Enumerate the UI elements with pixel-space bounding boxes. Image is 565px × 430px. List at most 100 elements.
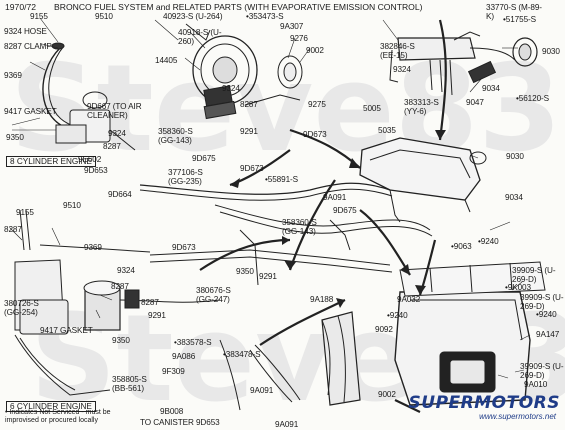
part-label: 380676-S (GG-247) (196, 286, 231, 304)
part-label: 9002 (306, 46, 324, 55)
part-label: •383478-S (223, 350, 261, 359)
part-label: 5005 (363, 104, 381, 113)
supermotors-logo: SUPERMOTORS www.supermotors.net (394, 393, 560, 427)
part-label: 382846-S (EE-15) (380, 42, 415, 60)
part-label: 9D664 (108, 190, 132, 199)
footnote: • Indicates Not Serviced - must be impro… (5, 409, 111, 425)
part-label: 9A307 (280, 22, 304, 31)
part-label: 9369 (84, 243, 102, 252)
part-label: 8287 (4, 225, 22, 234)
footnote-line-1: • Indicates Not Serviced - must be (5, 409, 111, 416)
part-label: 9A091 (275, 420, 299, 429)
part-label: •383578-S (174, 338, 212, 347)
part-label: 9417 GASKET (4, 107, 57, 116)
part-label: 33770-S (M-89-K) (486, 3, 542, 21)
part-label: 5035 (378, 126, 396, 135)
part-label: 358360-S (GG-143) (282, 218, 317, 236)
part-label: 9417 GASKET (40, 326, 93, 335)
part-label: 9275 (308, 100, 326, 109)
part-label: 9A147 (536, 330, 560, 339)
part-label: 8287 (240, 100, 258, 109)
part-label: 358805-S (BB-561) (112, 375, 147, 393)
part-label: 9324 (222, 84, 240, 93)
part-label: 9350 (112, 336, 130, 345)
part-label: 9030 (542, 47, 560, 56)
part-label: •9240 (387, 311, 408, 320)
arrow-heads (230, 130, 446, 308)
fuel-lines (39, 182, 433, 303)
part-label: 9510 (95, 12, 113, 21)
part-label: 39909-S (U-269-D) (520, 362, 564, 380)
header-title: BRONCO FUEL SYSTEM and RELATED PARTS (WI… (54, 2, 423, 12)
part-label: 9A010 (524, 380, 548, 389)
engine-6-box: 6 CYLINDER ENGINE (6, 401, 96, 412)
part-label: 8287 (103, 142, 121, 151)
part-label: 9A091 (323, 193, 347, 202)
part-label: 39909-S (U-269-D) (520, 293, 564, 311)
part-label: 9B008 (160, 407, 184, 416)
part-label: 40923-S (U-264) (163, 12, 223, 21)
fuel-tank-upper (359, 137, 487, 223)
part-label: •9240 (478, 237, 499, 246)
part-label: 8287 CLAMP (4, 42, 52, 51)
part-label: 39909-S (U-269-D) (512, 266, 556, 284)
part-label: 9A091 (250, 386, 274, 395)
part-label: 358360-S (GG-143) (158, 127, 193, 145)
part-label: 9350 (236, 267, 254, 276)
part-label: 9369 (4, 71, 22, 80)
logo-url: www.supermotors.net (479, 412, 556, 421)
part-label: 9D673 (303, 130, 327, 139)
part-label: 9034 (505, 193, 523, 202)
part-label: 9E602 (78, 155, 102, 164)
part-label: 8287 (141, 298, 159, 307)
part-label: 380726-S (GG-254) (4, 299, 39, 317)
part-label: •9240 (536, 310, 557, 319)
part-label: 9155 (30, 12, 48, 21)
part-label: 9F309 (162, 367, 185, 376)
part-label: 383313-S (YY-6) (404, 98, 439, 116)
part-label: 9047 (466, 98, 484, 107)
part-label: •9K003 (505, 283, 531, 292)
part-label: 9291 (259, 272, 277, 281)
footnote-line-2: improvised or procured locally (5, 417, 98, 424)
engine-8-box: 8 CYLINDER ENGINE (6, 156, 96, 167)
part-label: 9276 (290, 34, 308, 43)
filler-neck-assembly (389, 31, 538, 96)
part-label: 9510 (63, 201, 81, 210)
part-label: 9034 (482, 84, 500, 93)
part-label: 9324 (108, 129, 126, 138)
part-label: •9063 (451, 242, 472, 251)
part-label: •51755-S (503, 15, 537, 24)
logo-wordmark: SUPERMOTORS (408, 393, 560, 413)
part-label: 14405 (155, 56, 178, 65)
part-label: 9324 (393, 65, 411, 74)
part-label: 40918-S (U-260) (178, 28, 222, 46)
part-label: 9D675 (333, 206, 357, 215)
part-label: 9D653 (84, 166, 108, 175)
part-label: 9324 HOSE (4, 27, 47, 36)
part-label: 9A188 (310, 295, 334, 304)
part-label: 9030 (506, 152, 524, 161)
part-label: 9A086 (172, 352, 196, 361)
part-label: 9D673 (240, 164, 264, 173)
part-label: 9291 (148, 311, 166, 320)
part-label: 9D675 (192, 154, 216, 163)
part-label: 9092 (375, 325, 393, 334)
part-label: 9A032 (397, 295, 421, 304)
vapor-canister-assembly (219, 311, 361, 411)
part-label: •56120-S (516, 94, 550, 103)
part-label: 9155 (16, 208, 34, 217)
part-label: 9324 (117, 266, 135, 275)
part-label: 9291 (240, 127, 258, 136)
header-years: 1970/72 (5, 2, 37, 12)
label-leaders (9, 17, 531, 379)
part-label: 377106-S (GG-235) (168, 168, 203, 186)
v8-carburetor-assembly (11, 42, 136, 151)
part-label: TO CANISTER 9D653 (140, 418, 220, 427)
fuel-tank-lower (394, 261, 546, 406)
part-label: 9D667 (TO AIR CLEANER) (87, 102, 142, 120)
part-label: 9002 (378, 390, 396, 399)
part-label: 9350 (6, 133, 24, 142)
